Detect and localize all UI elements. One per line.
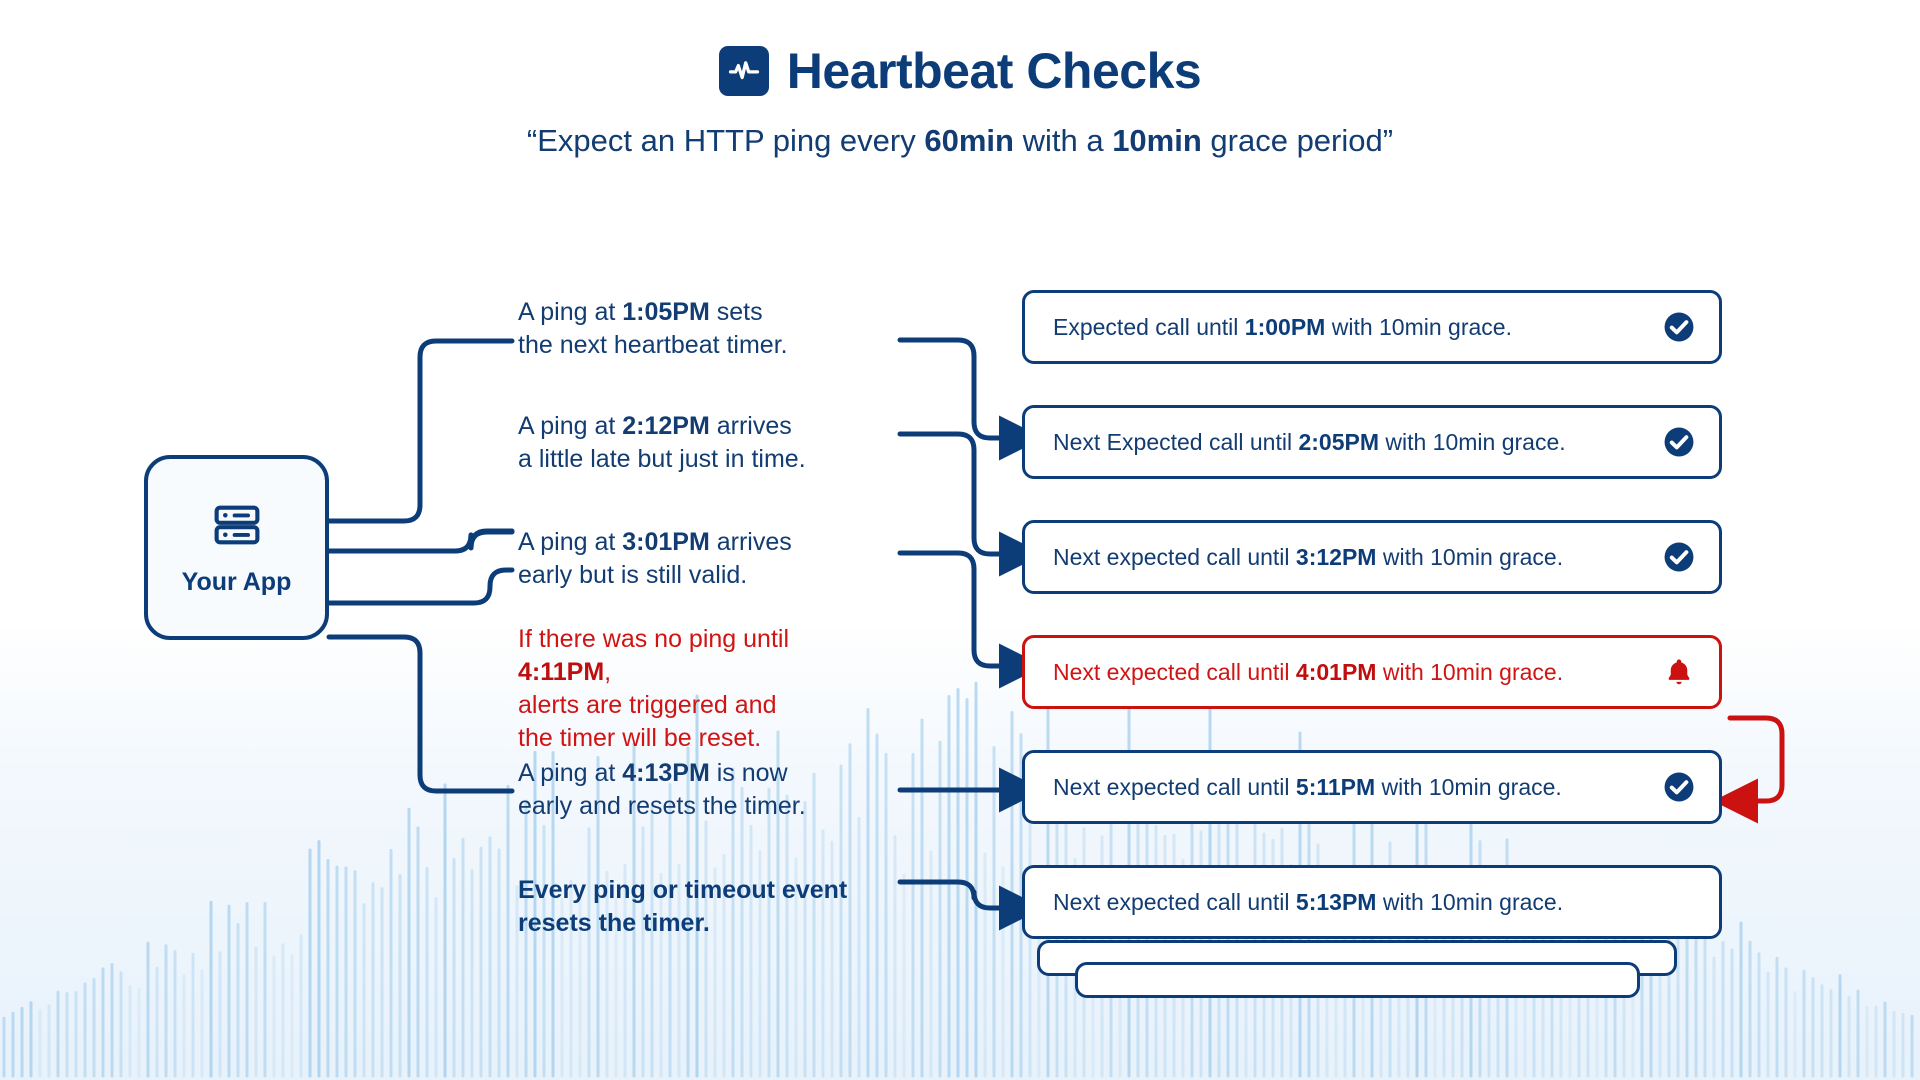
status-card-312pm[interactable]: Next expected call until 3:12PM with 10m… <box>1022 520 1722 594</box>
subtitle-grace-value: 10min <box>1112 123 1202 158</box>
check-circle-icon <box>1661 309 1697 345</box>
event-text-ping-105pm: A ping at 1:05PM sets the next heartbeat… <box>518 296 858 362</box>
event-4-time: 4:13PM <box>622 759 710 787</box>
subtitle-suffix: grace period” <box>1201 123 1394 158</box>
event-3-time: 4:11PM <box>518 658 605 686</box>
event-2-suffix: arrives <box>709 528 792 556</box>
event-2-prefix: A ping at <box>518 528 623 556</box>
event-3-prefix: If there was no ping until <box>518 625 789 653</box>
card-4-suffix: with 10min grace. <box>1375 773 1562 800</box>
event-0-suffix: sets <box>709 298 763 326</box>
event-3-line3: the timer will be reset. <box>518 724 762 752</box>
status-card-401pm-text: Next expected call until 4:01PM with 10m… <box>1053 659 1661 686</box>
event-text-ping-413pm: A ping at 4:13PM is now early and resets… <box>518 757 878 823</box>
bell-alert-icon <box>1661 654 1697 690</box>
event-4-suffix: is now <box>709 759 788 787</box>
event-4-line2: early and resets the timer. <box>518 792 806 820</box>
card-0-suffix: with 10min grace. <box>1325 313 1512 340</box>
event-0-line2: the next heartbeat timer. <box>518 331 788 359</box>
event-5-line2: resets the timer. <box>518 909 710 937</box>
header: Heartbeat Checks “Expect an HTTP ping ev… <box>0 0 1920 159</box>
event-1-time: 2:12PM <box>622 412 710 440</box>
server-stack-icon <box>211 499 263 556</box>
event-1-line2: a little late but just in time. <box>518 445 806 473</box>
event-0-prefix: A ping at <box>518 298 623 326</box>
event-text-timeout-411pm: If there was no ping until 4:11PM, alert… <box>518 623 888 755</box>
title-row: Heartbeat Checks <box>0 46 1920 96</box>
status-card-100pm[interactable]: Expected call until 1:00PM with 10min gr… <box>1022 290 1722 364</box>
subtitle-prefix: “Expect an HTTP ping every <box>526 123 925 158</box>
page-subtitle: “Expect an HTTP ping every 60min with a … <box>0 122 1920 159</box>
card-5-time: 5:13PM <box>1295 888 1377 915</box>
status-card-312pm-text: Next expected call until 3:12PM with 10m… <box>1053 544 1661 571</box>
card-3-suffix: with 10min grace. <box>1376 658 1564 685</box>
card-1-suffix: with 10min grace. <box>1379 428 1566 455</box>
card-3-time: 4:01PM <box>1295 658 1377 685</box>
status-card-100pm-text: Expected call until 1:00PM with 10min gr… <box>1053 314 1661 341</box>
subtitle-mid: with a <box>1013 123 1113 158</box>
event-1-prefix: A ping at <box>518 412 623 440</box>
event-text-ping-212pm: A ping at 2:12PM arrives a little late b… <box>518 410 868 476</box>
card-stack-ghost-2 <box>1075 962 1640 998</box>
card-2-suffix: with 10min grace. <box>1376 543 1564 570</box>
event-text-ping-301pm: A ping at 3:01PM arrives early but is st… <box>518 526 868 592</box>
status-card-511pm[interactable]: Next expected call until 5:11PM with 10m… <box>1022 750 1722 824</box>
event-2-time: 3:01PM <box>622 528 710 556</box>
your-app-label: Your App <box>181 567 292 596</box>
card-1-time: 2:05PM <box>1298 428 1379 455</box>
check-circle-icon <box>1661 424 1697 460</box>
page-title: Heartbeat Checks <box>786 43 1202 99</box>
event-5-line1: Every ping or timeout event <box>518 876 848 904</box>
status-card-401pm-alert[interactable]: Next expected call until 4:01PM with 10m… <box>1022 635 1722 709</box>
card-2-prefix: Next expected call until <box>1053 543 1296 570</box>
card-2-time: 3:12PM <box>1295 543 1377 570</box>
your-app-node[interactable]: Your App <box>144 455 329 640</box>
event-text-summary: Every ping or timeout event resets the t… <box>518 874 898 940</box>
card-3-prefix: Next expected call until <box>1053 658 1296 685</box>
status-card-513pm[interactable]: Next expected call until 5:13PM with 10m… <box>1022 865 1722 939</box>
heartbeat-pulse-icon <box>718 46 769 96</box>
event-3-line2: alerts are triggered and <box>518 691 777 719</box>
status-card-205pm[interactable]: Next Expected call until 2:05PM with 10m… <box>1022 405 1722 479</box>
card-4-prefix: Next expected call until <box>1053 773 1296 800</box>
status-card-511pm-text: Next expected call until 5:11PM with 10m… <box>1053 774 1661 801</box>
card-5-suffix: with 10min grace. <box>1376 888 1564 915</box>
card-1-prefix: Next Expected call until <box>1053 428 1299 455</box>
event-0-time: 1:05PM <box>622 298 710 326</box>
check-circle-icon <box>1661 769 1697 805</box>
status-card-205pm-text: Next Expected call until 2:05PM with 10m… <box>1053 429 1661 456</box>
card-4-time: 5:11PM <box>1295 773 1376 800</box>
card-5-prefix: Next expected call until <box>1053 888 1296 915</box>
event-2-line2: early but is still valid. <box>518 561 748 589</box>
event-4-prefix: A ping at <box>518 759 623 787</box>
event-3-suffix: , <box>604 658 612 686</box>
event-1-suffix: arrives <box>709 412 792 440</box>
card-0-time: 1:00PM <box>1244 313 1326 340</box>
subtitle-interval-value: 60min <box>924 123 1014 158</box>
check-circle-icon <box>1661 539 1697 575</box>
card-0-prefix: Expected call until <box>1053 313 1245 340</box>
status-card-513pm-text: Next expected call until 5:13PM with 10m… <box>1053 889 1697 916</box>
